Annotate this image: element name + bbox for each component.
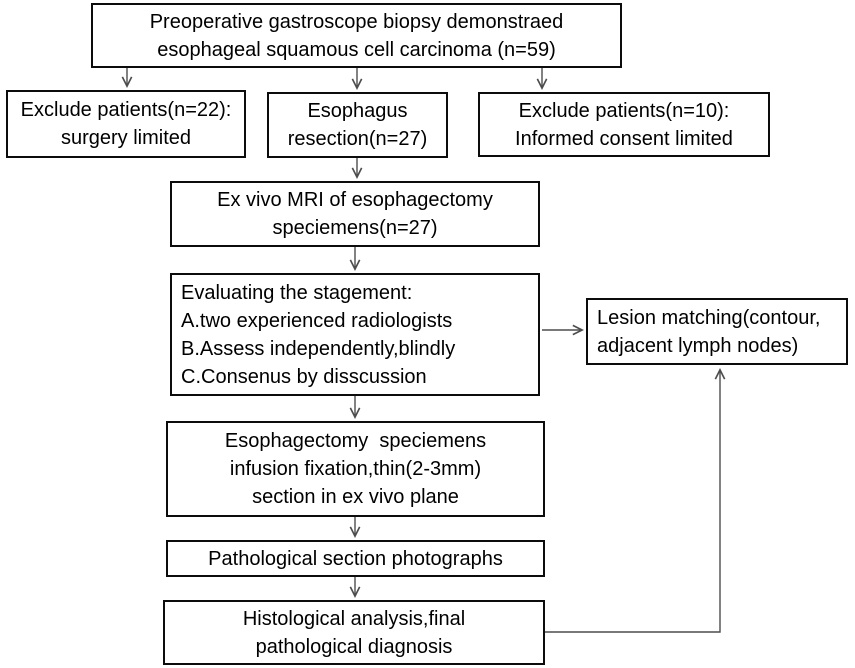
box-text-line: B.Assess independently,blindly xyxy=(181,337,456,360)
box-text-line: Informed consent limited xyxy=(515,127,733,150)
arrow-histology-to-lesion-matching xyxy=(545,368,726,633)
box-text-line: Histological analysis,final xyxy=(242,607,466,630)
box-text-line: Pathological section photographs xyxy=(208,547,503,570)
box-text-line: Ex vivo MRI of esophagectomy xyxy=(217,189,493,211)
box-text-line: speciemens(n=27) xyxy=(272,217,438,239)
box-preoperative-biopsy: Preoperative gastroscope biopsy demonstr… xyxy=(91,3,622,68)
box-pathological-photographs: Pathological section photographs xyxy=(166,540,545,577)
box-fixation-sectioning: Esophagectomy speciemens infusion fixati… xyxy=(166,421,545,517)
box-text-line: surgery limited xyxy=(60,127,192,149)
box-text-line: adjacent lymph nodes) xyxy=(597,334,799,357)
box-exvivo-mri: Ex vivo MRI of esophagectomy speciemens(… xyxy=(170,181,540,247)
box-text-line: infusion fixation,thin(2-3mm) xyxy=(229,458,482,480)
box-text-line: resection(n=27) xyxy=(287,128,428,150)
box-text-line: pathological diagnosis xyxy=(255,635,453,658)
box-exclude-informed-consent: Exclude patients(n=10): Informed consent… xyxy=(478,92,770,157)
box-histological-analysis: Histological analysis,final pathological… xyxy=(163,600,545,665)
box-text-line: A.two experienced radiologists xyxy=(181,309,453,332)
box-text-line: section in ex vivo plane xyxy=(252,486,459,508)
box-text-line: Lesion matching(contour, xyxy=(597,306,821,329)
box-text-line: Exclude patients(n=10): xyxy=(518,99,730,122)
box-text-line: Exclude patients(n=22): xyxy=(20,99,232,121)
box-text-line: esophageal squamous cell carcinoma (n=59… xyxy=(157,38,556,61)
box-text-line: Preoperative gastroscope biopsy demonstr… xyxy=(149,10,564,33)
box-text-line: Esophagectomy speciemens xyxy=(224,430,487,452)
box-lesion-matching: Lesion matching(contour, adjacent lymph … xyxy=(586,298,848,365)
box-esophagus-resection: Esophagus resection(n=27) xyxy=(267,92,448,158)
box-exclude-surgery-limited: Exclude patients(n=22): surgery limited xyxy=(6,90,246,158)
box-text-line: Evaluating the stagement: xyxy=(181,281,413,304)
box-text-line: C.Consenus by disscussion xyxy=(181,365,427,388)
box-evaluating-stagement: Evaluating the stagement: A.two experien… xyxy=(170,273,540,396)
box-text-line: Esophagus xyxy=(307,100,408,122)
